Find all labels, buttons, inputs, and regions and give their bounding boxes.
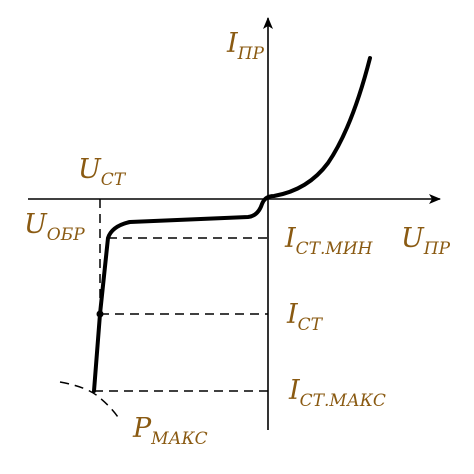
u-reverse-label: UОБР (24, 209, 85, 245)
i-stab-point (96, 310, 104, 318)
p-max-curve (59, 381, 121, 421)
i-stab-label: IСТ (286, 299, 324, 335)
u-stab-label: UСТ (78, 154, 127, 190)
u-forward-label: UПР (401, 223, 451, 259)
i-stab-max-label: IСТ.МАКС (288, 375, 386, 411)
i-forward-label: IПР (226, 28, 264, 64)
p-max-label: PМАКС (132, 413, 208, 449)
characteristic-curve (92, 56, 372, 393)
i-stab-min-label: IСТ.МИН (284, 223, 374, 259)
